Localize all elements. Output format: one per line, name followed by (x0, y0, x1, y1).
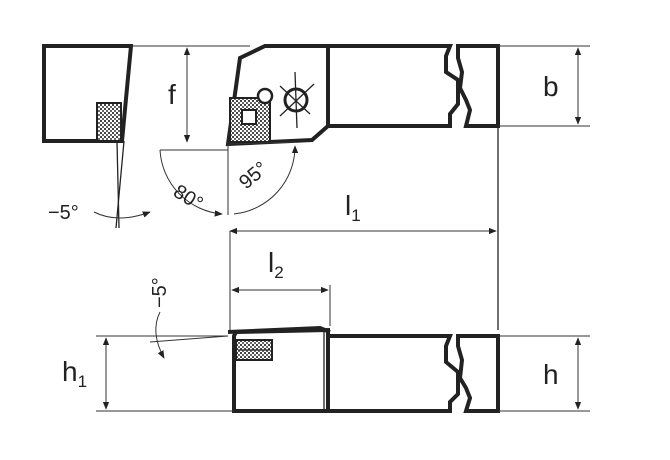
label-l1: l1 (345, 190, 361, 225)
label-f: f (168, 79, 176, 110)
side-angle: −5° (149, 277, 229, 359)
left-insert (96, 102, 122, 142)
dimension-f: f (131, 45, 250, 143)
label-angle-minus5-top: −5° (48, 202, 79, 224)
dimension-h: h (498, 335, 590, 412)
left-reference-tool (42, 44, 134, 229)
top-view: f b 80° 95° −5° l1 (42, 44, 590, 330)
dimension-l2: l2 (229, 231, 331, 330)
top-insert (229, 97, 271, 143)
dimension-b: b (498, 45, 590, 127)
label-angle-80: 80° (169, 181, 206, 216)
holder-top-body (225, 44, 500, 330)
label-angle-minus5-side: −5° (149, 277, 171, 308)
clamp-pin-icon (256, 87, 274, 105)
label-h: h (543, 359, 559, 390)
insert-clamp (229, 71, 315, 143)
label-l2: l2 (268, 247, 284, 282)
dimension-l1: l1 (229, 190, 497, 235)
label-h1: h1 (62, 356, 87, 391)
label-b: b (543, 71, 559, 102)
angle-arcs: 80° 95° −5° (48, 141, 299, 224)
label-angle-95: 95° (235, 158, 272, 194)
holder-side-body (227, 325, 500, 413)
side-view: h1 h −5° (62, 277, 590, 413)
dimension-h1: h1 (62, 335, 234, 412)
